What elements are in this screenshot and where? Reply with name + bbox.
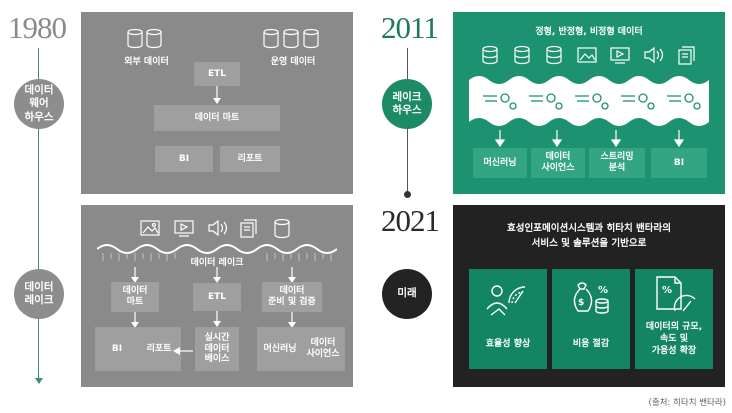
era-circle-future: 미래: [382, 269, 432, 319]
lakehouse-title: 정형, 반정형, 비정형 데이터: [535, 27, 643, 37]
svg-text:$: $: [578, 298, 584, 308]
lakehouse-streaming-box: 스트리밍 분석: [589, 148, 645, 178]
bi-box: BI: [155, 146, 213, 172]
lakehouse-ml-box: 머신러닝: [473, 148, 527, 178]
year-2011: 2011: [381, 10, 439, 45]
arrow-etl-to-mart: [213, 86, 221, 104]
year-2021: 2021: [381, 203, 440, 238]
report-box: 리포트: [220, 146, 280, 172]
lake-mart-box: 데이터 마트: [111, 282, 159, 312]
source-credit: (출처: 히타치 밴타라): [648, 398, 726, 408]
card-scale-label: 데이터의 규모, 속도 및 가용성 확장: [645, 322, 703, 357]
arrow-realtime-to-report: [173, 347, 193, 355]
lakehouse-arrows: [494, 130, 685, 148]
year-1980: 1980: [8, 10, 67, 45]
timeline-left-line: [38, 48, 39, 383]
operational-data-label: 운영 데이터: [270, 57, 316, 67]
era-circle-lake: 데이터 레이크: [14, 269, 64, 319]
panel-data-lake: 데이터 레이크 데이터 마트 ETL 데이터 준비 및 검증 BI 리포트 실시…: [81, 205, 353, 387]
lake-ml-box: 머신러닝: [257, 327, 303, 371]
data-mart-box: 데이터 마트: [154, 105, 280, 131]
scale-document-icon: %: [656, 276, 696, 312]
external-db-icon: [127, 28, 162, 49]
arrow-prep-to-ml: [288, 312, 296, 328]
future-title: 효성인포메이션시스템과 히타치 밴타라의 서비스 및 솔루션을 기반으로: [507, 223, 671, 249]
card-efficiency: 효율성 향상: [469, 269, 547, 369]
svg-text:%: %: [598, 285, 608, 296]
card-scale: % 데이터의 규모, 속도 및 가용성 확장: [635, 269, 713, 369]
arrow-mart-to-report: [131, 312, 139, 328]
cost-saving-icon: $ %: [573, 282, 609, 314]
card-cost: $ % 비용 절감: [552, 269, 630, 369]
panel-lakehouse: 정형, 반정형, 비정형 데이터 머신러닝 데이터 사이언스: [453, 12, 725, 194]
arrow-etl-to-realtime: [213, 311, 221, 327]
timeline-left-arrow: [35, 378, 43, 384]
card-efficiency-label: 효율성 향상: [485, 339, 531, 349]
realtime-db-box: 실시간 데이터 베이스: [195, 327, 239, 371]
lakehouse-bi-box: BI: [651, 148, 707, 178]
era-circle-warehouse: 데이터 웨어 하우스: [14, 79, 64, 129]
lake-bi-box: BI: [95, 327, 139, 371]
svg-text:%: %: [662, 285, 672, 296]
card-cost-label: 비용 절감: [572, 339, 610, 349]
lake-ds-box: 데이터 사이언스: [301, 327, 345, 371]
lakehouse-ds-box: 데이터 사이언스: [531, 148, 585, 178]
timeline-right-dot: [404, 191, 411, 198]
lake-etl-box: ETL: [193, 283, 241, 311]
panel-future: 효성인포메이션시스템과 히타치 밴타라의 서비스 및 솔루션을 기반으로 효율성…: [453, 205, 725, 387]
arrow-to-lake-prep: [288, 267, 296, 283]
lakehouse-wave-band: [469, 76, 709, 126]
etl-box: ETL: [194, 62, 240, 86]
panel-data-warehouse: 외부 데이터 운영 데이터 ETL 데이터 마트 BI 리포트: [81, 12, 353, 194]
external-data-label: 외부 데이터: [124, 57, 169, 67]
lake-report-box: 리포트: [137, 327, 181, 371]
arrow-to-lake-etl: [213, 267, 221, 283]
lake-wave: [97, 244, 337, 261]
operational-db-icon: [263, 28, 319, 49]
efficiency-gauge-icon: [486, 285, 526, 316]
lakehouse-source-icons: [482, 45, 695, 65]
arrow-to-lake-mart: [131, 267, 139, 283]
lake-source-icons: [140, 218, 290, 239]
data-lake-title: 데이터 레이크: [190, 258, 244, 268]
lake-prep-box: 데이터 준비 및 검증: [262, 282, 322, 312]
era-circle-lakehouse: 레이크 하우스: [382, 79, 432, 129]
